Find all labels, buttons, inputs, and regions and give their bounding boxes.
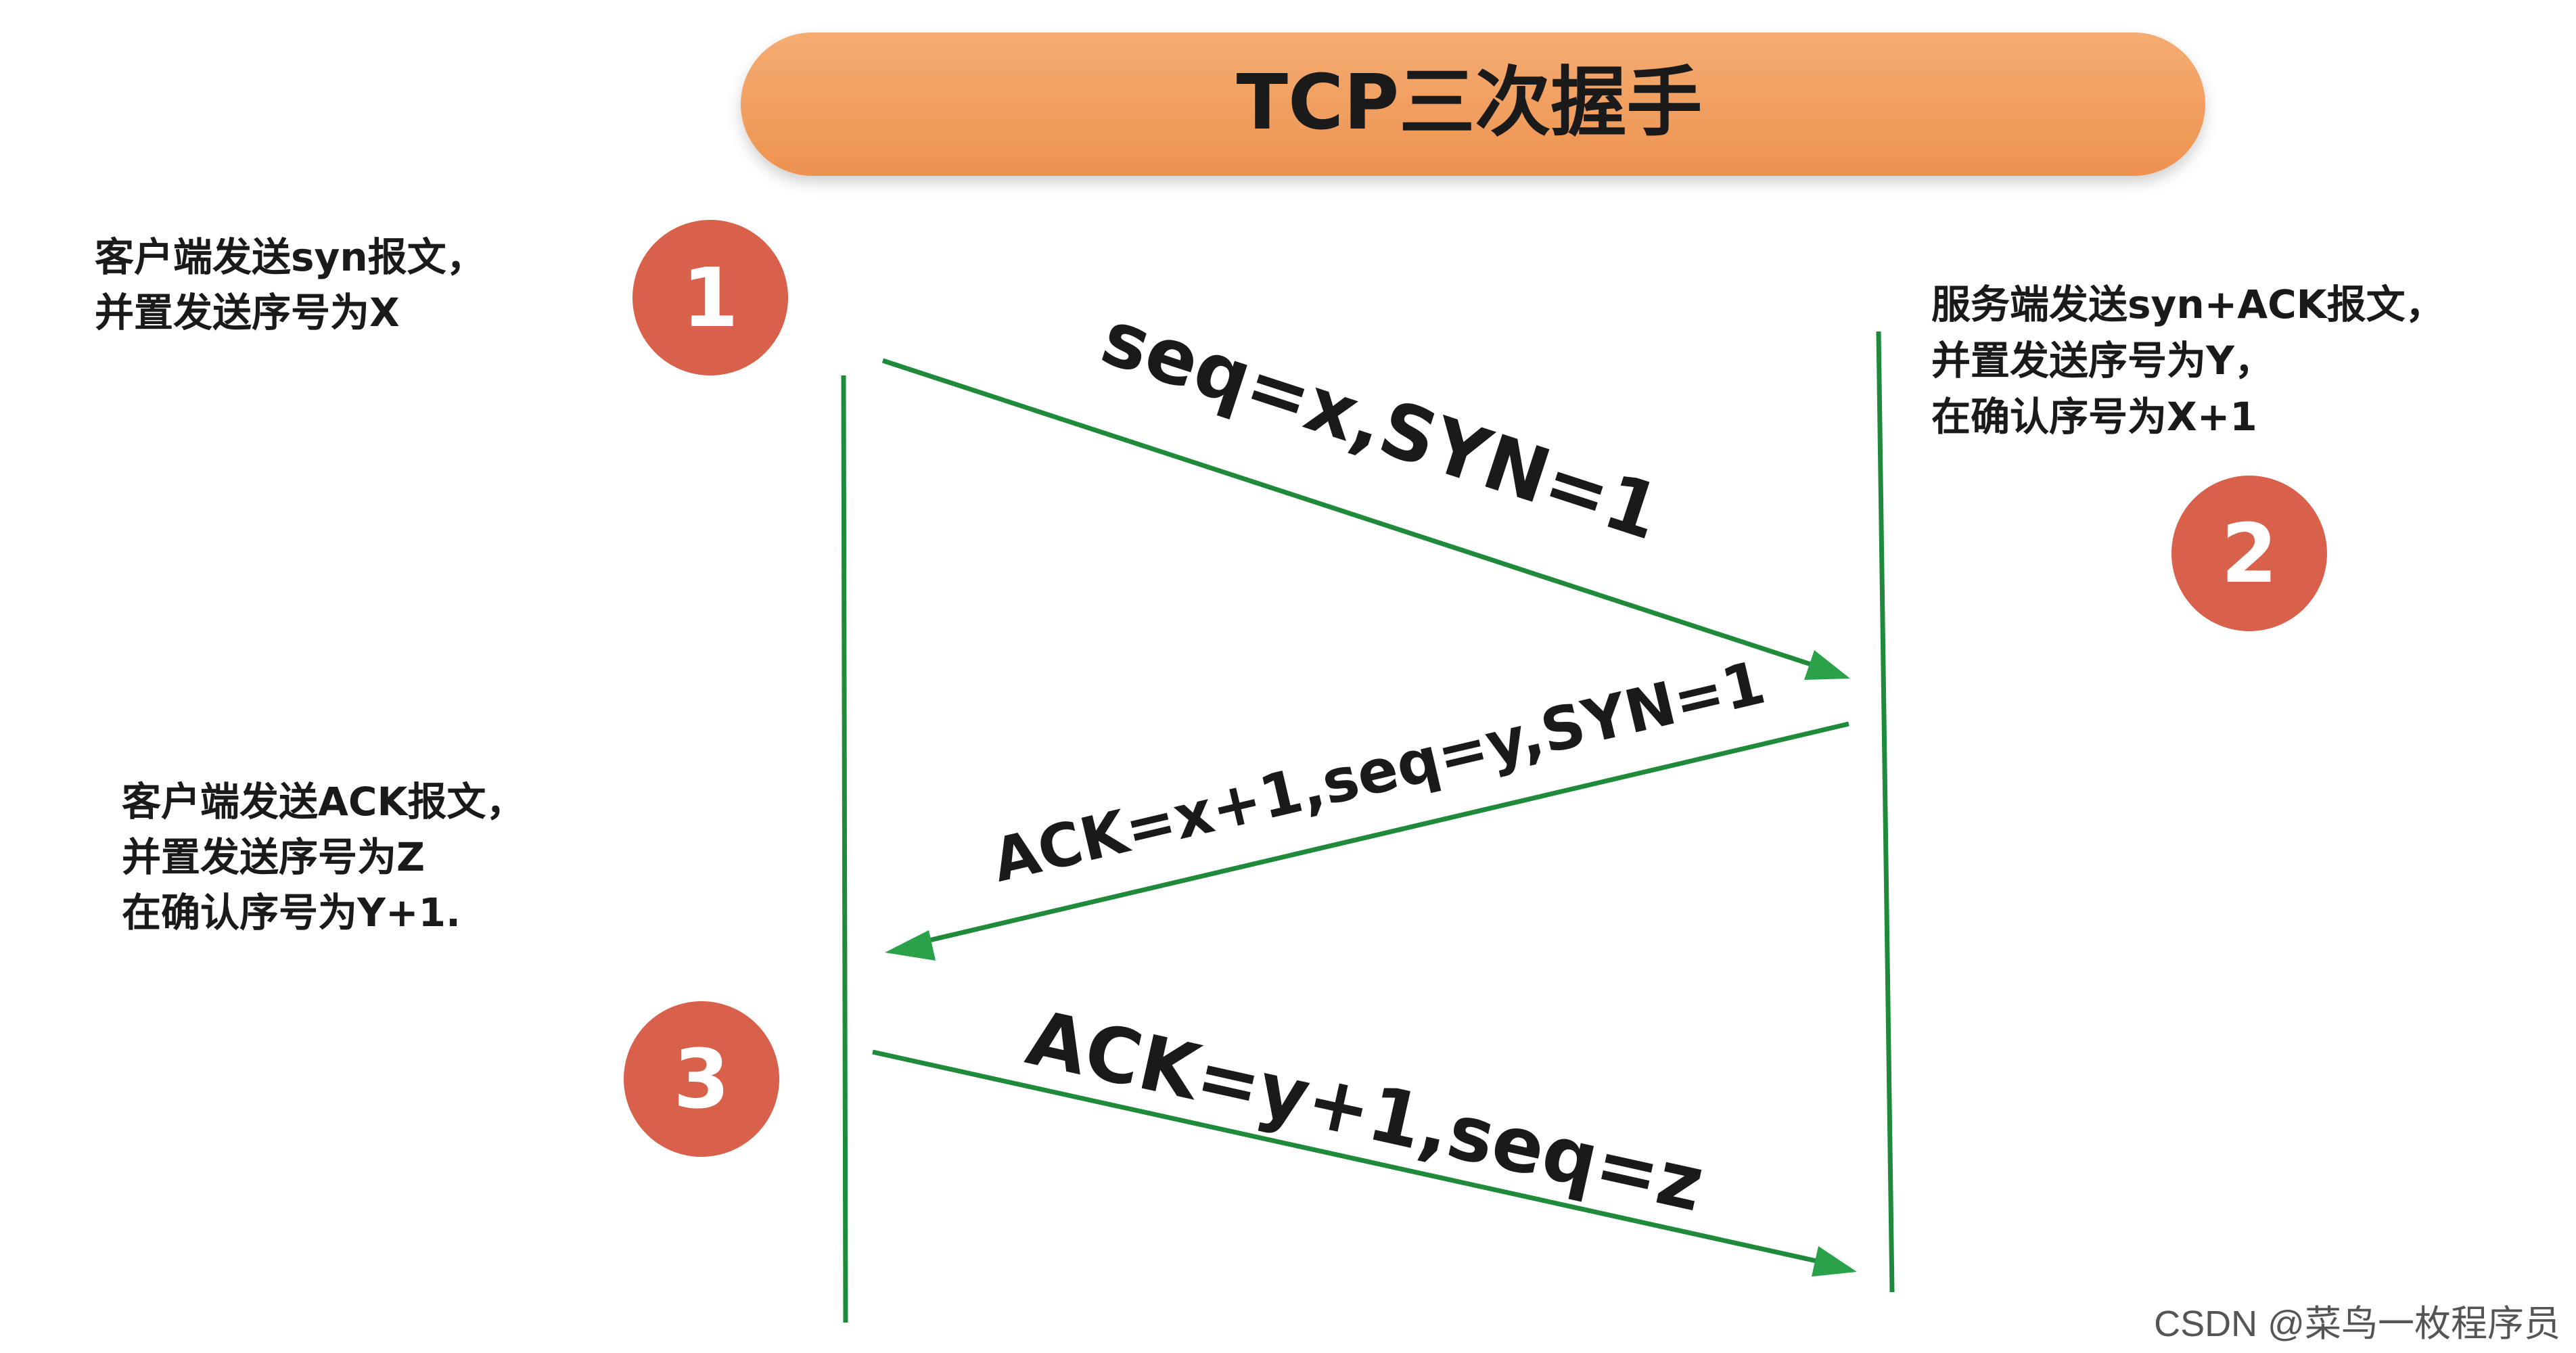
message-ack: ACK=y+1,seq=z [872, 994, 1857, 1277]
ack-label: ACK=y+1,seq=z [1019, 994, 1711, 1229]
note-client-syn-line-1: 客户端发送syn报文， [95, 234, 486, 280]
ack-arrow-line [872, 1049, 1820, 1264]
step-badge-1: 1 [632, 220, 788, 375]
step-badge-2: 2 [2171, 476, 2327, 631]
step-number-1: 1 [682, 252, 739, 346]
note-client-ack: 客户端发送ACK报文， 并置发送序号为Z 在确认序号为Y+1. [122, 779, 525, 936]
message-synack: ACK=x+1,seq=y,SYN=1 [885, 647, 1849, 961]
note-client-ack-line-1: 客户端发送ACK报文， [122, 779, 525, 825]
step-number-3: 3 [673, 1033, 730, 1127]
step-badge-3: 3 [624, 1001, 779, 1157]
step-number-2: 2 [2221, 507, 2278, 601]
note-client-syn-line-2: 并置发送序号为X [95, 290, 400, 336]
title-pill [741, 32, 2205, 176]
synack-arrow-line [923, 721, 1849, 944]
syn-label: seq=x,SYN=1 [1092, 294, 1672, 557]
note-server-synack-line-3: 在确认序号为X+1 [1931, 394, 2257, 440]
ack-arrowhead [1812, 1246, 1857, 1277]
server-lifeline [1876, 331, 1895, 1293]
note-server-synack: 服务端发送syn+ACK报文， 并置发送序号为Y， 在确认序号为X+1 [1931, 281, 2445, 440]
note-client-ack-line-2: 并置发送序号为Z [122, 834, 425, 880]
note-server-synack-line-1: 服务端发送syn+ACK报文， [1931, 281, 2445, 327]
note-client-syn: 客户端发送syn报文， 并置发送序号为X [95, 234, 486, 336]
syn-arrow-line [881, 358, 1814, 668]
note-server-synack-line-2: 并置发送序号为Y， [1931, 338, 2274, 384]
title-banner: TCP三次握手 [741, 32, 2205, 176]
diagram-title: TCP三次握手 [1237, 59, 1703, 147]
step-circle-1 [632, 220, 788, 375]
step-circle-2 [2171, 476, 2327, 631]
client-lifeline [841, 375, 848, 1323]
note-client-ack-line-3: 在确认序号为Y+1. [122, 890, 461, 936]
step-circle-3 [624, 1001, 779, 1157]
message-syn: seq=x,SYN=1 [881, 294, 1850, 680]
watermark: CSDN @菜鸟一枚程序员 [2154, 1304, 2560, 1344]
synack-arrowhead [885, 930, 936, 961]
syn-arrowhead [1804, 650, 1850, 680]
